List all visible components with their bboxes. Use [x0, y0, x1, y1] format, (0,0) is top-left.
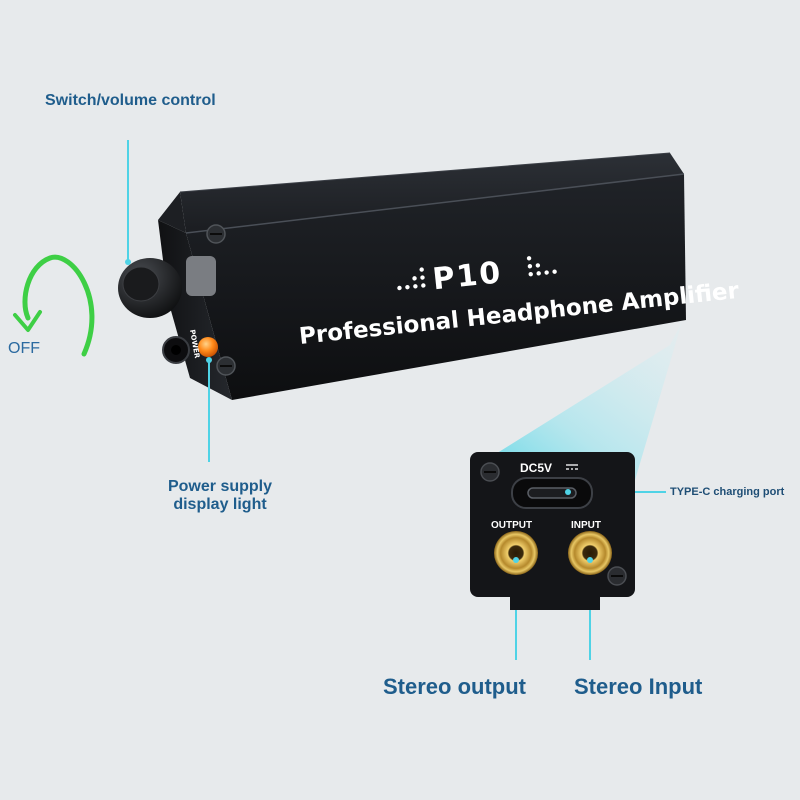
switch-volume-label: Switch/volume control [45, 92, 216, 109]
power-light-line1: Power supply [167, 478, 273, 495]
model-name: P10 [431, 255, 504, 297]
input-label: INPUT [571, 520, 601, 531]
output-label: OUTPUT [491, 520, 532, 531]
output-jack [494, 531, 538, 575]
rotate-arrow-icon [13, 254, 95, 357]
input-jack [568, 531, 612, 575]
power-light-line2: display light [173, 496, 267, 513]
side-jack [162, 336, 190, 364]
stereo-output-label: Stereo output [383, 674, 526, 699]
power-led [198, 337, 218, 357]
zoom-beam [470, 322, 682, 480]
dc-label: DC5V [520, 461, 552, 475]
off-label: OFF [8, 340, 40, 357]
power-light-label: Power supply display light [150, 478, 290, 514]
p10-logo: P10 [397, 255, 557, 297]
typec-port-label: TYPE-C charging port [670, 486, 785, 498]
stereo-input-label: Stereo Input [574, 674, 703, 699]
volume-knob[interactable] [118, 256, 216, 318]
rear-panel [470, 452, 635, 610]
